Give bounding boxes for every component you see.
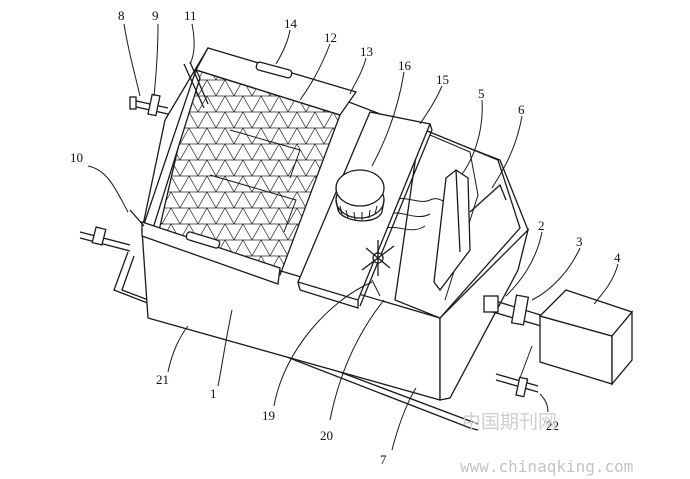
label-3: 3 <box>576 234 583 249</box>
inlet-pipe <box>129 93 169 227</box>
label-1: 1 <box>210 386 217 401</box>
motor <box>335 169 385 222</box>
label-10: 10 <box>70 150 83 165</box>
outlet-assembly <box>483 289 634 398</box>
label-22: 22 <box>546 418 559 433</box>
stirrer <box>361 240 395 297</box>
label-6: 6 <box>518 102 525 117</box>
label-12: 12 <box>324 30 337 45</box>
label-13: 13 <box>360 44 373 59</box>
label-2: 2 <box>538 218 545 233</box>
label-14: 14 <box>284 16 298 31</box>
baffle-plates <box>433 169 507 292</box>
watermark: 中国期刊网 www.chinaqking.com <box>460 411 633 476</box>
label-11: 11 <box>184 8 197 23</box>
label-4: 4 <box>614 250 621 265</box>
label-9: 9 <box>152 8 159 23</box>
watermark-chinese: 中国期刊网 <box>462 411 557 433</box>
leader-lines <box>87 23 619 451</box>
label-19: 19 <box>262 408 275 423</box>
filter-basket <box>141 47 358 285</box>
label-20: 20 <box>320 428 333 443</box>
label-16: 16 <box>398 58 412 73</box>
label-5: 5 <box>478 86 485 101</box>
label-8: 8 <box>118 8 125 23</box>
watermark-url: www.chinaqking.com <box>460 457 633 476</box>
label-21: 21 <box>156 372 169 387</box>
number-labels: 8 9 11 14 12 13 16 15 5 6 10 2 3 4 21 1 … <box>70 8 621 467</box>
label-7: 7 <box>380 452 387 467</box>
label-15: 15 <box>436 72 449 87</box>
